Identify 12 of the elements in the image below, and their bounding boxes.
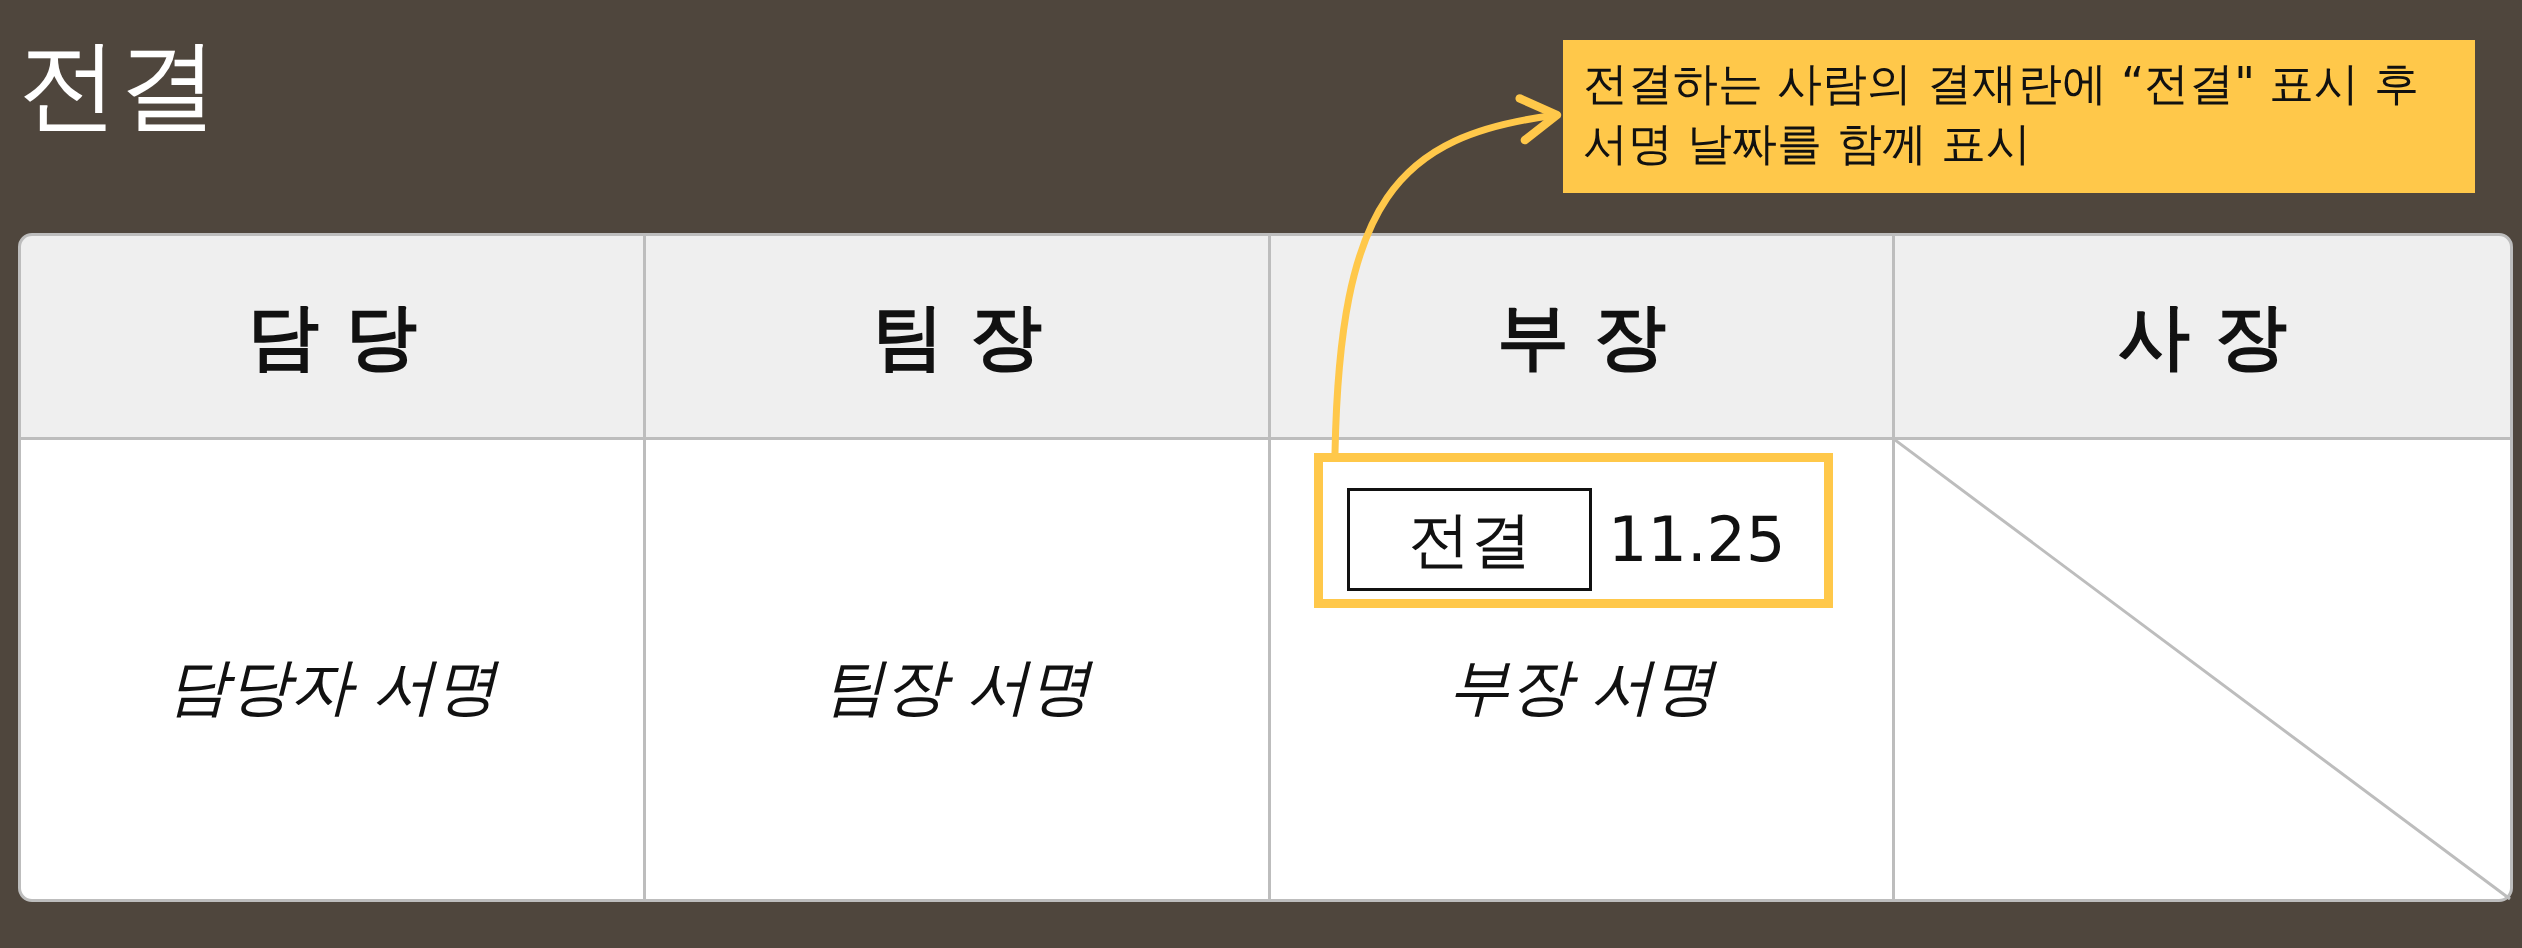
signature-cell: 담당자 서명 — [18, 437, 646, 902]
title: 전결 — [18, 25, 218, 145]
header-cell: 담 당 — [18, 233, 646, 440]
header-cell: 부 장 — [1268, 233, 1895, 440]
header-cell: 팀 장 — [643, 233, 1271, 440]
stamp-box: 전결 — [1347, 488, 1592, 591]
signature-cell: 팀장 서명 — [643, 437, 1271, 902]
header-cell: 사 장 — [1892, 233, 2513, 440]
note-box: 전결하는 사람의 결재란에 “전결" 표시 후 서명 날짜를 함께 표시 — [1563, 40, 2475, 193]
highlight-box — [1314, 453, 1833, 608]
arrow — [1331, 95, 1562, 454]
date-text: 11.25 — [1608, 502, 1786, 578]
